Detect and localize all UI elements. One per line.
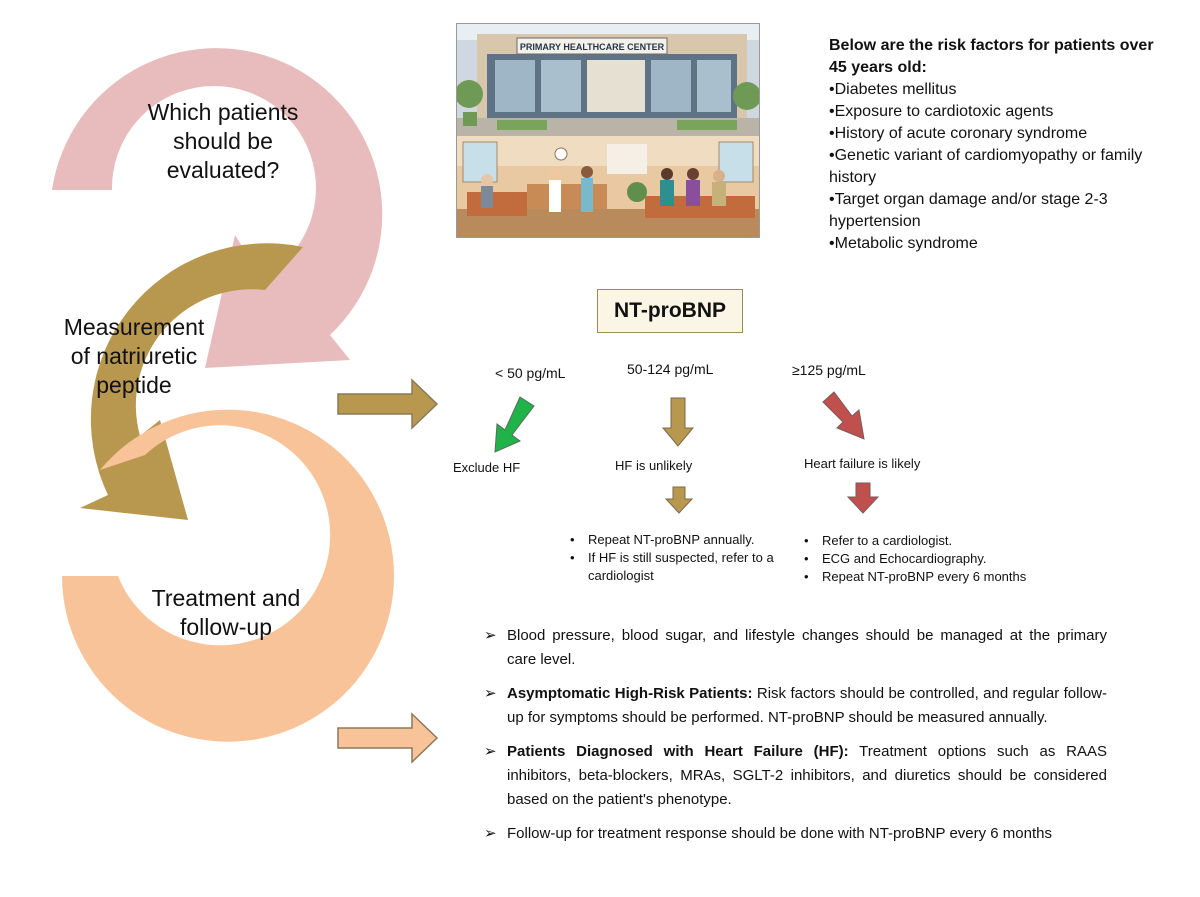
risk-factors-heading: Below are the risk factors for patients … [829,37,1154,76]
photo-sign: PRIMARY HEALTHCARE CENTER [520,42,665,52]
cycle-arrow-pink [52,48,383,368]
recommendation-item: ➢ Asymptomatic High-Risk Patients: Risk … [484,682,1107,730]
outcome-hf-likely: Heart failure is likely [804,456,921,471]
unlikely-actions-list: Repeat NT-proBNP annually. If HF is stil… [568,531,790,585]
outcome-hf-unlikely: HF is unlikely [615,458,693,473]
risk-factor-item: Target organ damage and/or stage 2-3 hyp… [829,189,1159,233]
likely-action-item: Refer to a cardiologist. [802,532,1028,550]
likely-actions-list: Refer to a cardiologist. ECG and Echocar… [802,532,1028,586]
cycle-arrow-peach [62,409,394,742]
healthcare-center-illustration: PRIMARY HEALTHCARE CENTER [456,23,760,238]
risk-factors-list: Diabetes mellitus Exposure to cardiotoxi… [829,79,1159,255]
range-label-high: ≥125 pg/mL [792,362,866,378]
exclude-arrow-green [494,396,535,453]
unlikely-action-item: If HF is still suspected, refer to a car… [568,549,790,585]
risk-factor-item: Metabolic syndrome [829,233,1159,255]
likely-action-item: ECG and Echocardiography. [802,550,1028,568]
unlikely-arrow-gold-2 [664,486,694,514]
risk-factor-item: History of acute coronary syndrome [829,123,1159,145]
recommendation-item: ➢ Follow-up for treatment response shoul… [484,822,1107,846]
arrowhead-bullet-icon: ➢ [484,685,497,702]
risk-factors-block: Below are the risk factors for patients … [829,35,1159,255]
arrowhead-bullet-icon: ➢ [484,627,497,644]
arrowhead-bullet-icon: ➢ [484,743,497,760]
arrowhead-bullet-icon: ➢ [484,825,497,842]
step-label-measurement: Measurement of natriuretic peptide [63,314,205,398]
ntprobnp-title-box: NT-proBNP [597,289,743,333]
recommendation-item: ➢ Patients Diagnosed with Heart Failure … [484,740,1107,812]
outcome-exclude-hf: Exclude HF [453,460,521,475]
risk-factor-item: Genetic variant of cardiomyopathy or fam… [829,145,1159,189]
risk-factor-item: Exposure to cardiotoxic agents [829,101,1159,123]
range-label-low: < 50 pg/mL [495,365,566,381]
step-label-treatment: Treatment and follow-up [151,585,301,640]
cycle-diagram [52,48,394,742]
recommendations-list: ➢ Blood pressure, blood sugar, and lifes… [484,624,1107,856]
likely-action-item: Repeat NT-proBNP every 6 months [802,568,1028,586]
recommendation-item: ➢ Blood pressure, blood sugar, and lifes… [484,624,1107,672]
step-label-which-patients: Which patients should be evaluated? [147,99,299,183]
likely-arrow-red-2 [846,482,880,514]
unlikely-action-item: Repeat NT-proBNP annually. [568,531,790,549]
range-label-mid: 50-124 pg/mL [627,361,714,377]
risk-factor-item: Diabetes mellitus [829,79,1159,101]
unlikely-arrow-gold-1 [661,397,695,447]
likely-arrow-red-1 [822,391,865,440]
